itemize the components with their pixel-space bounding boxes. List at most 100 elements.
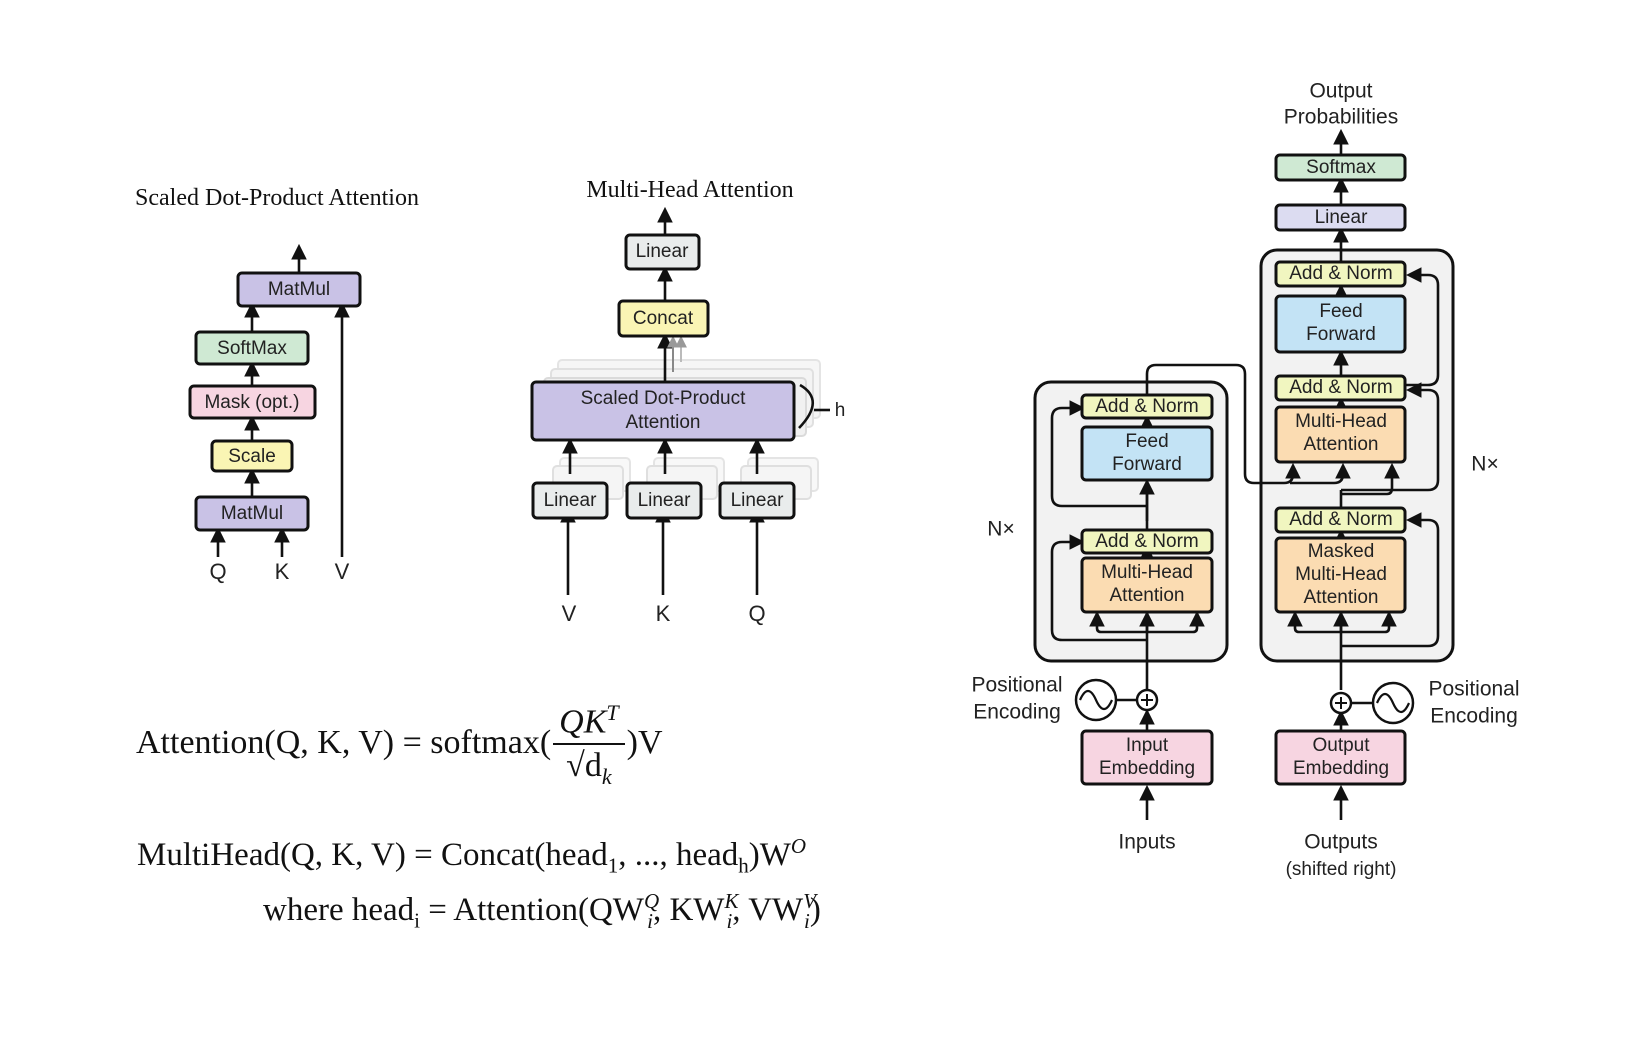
encoder-attention-line2: Attention xyxy=(1110,585,1185,606)
mha-input-q: Q xyxy=(748,601,765,626)
mha-linear-top-label: Linear xyxy=(636,241,689,262)
mha-linear-v-box xyxy=(531,481,609,520)
sdpa-input-k: K xyxy=(275,559,290,584)
decoder-add-norm-3-box xyxy=(1274,506,1407,534)
mha-sdpa-label-2: Attention xyxy=(626,412,701,433)
sdpa-mask-box xyxy=(188,384,317,420)
mha-concat-label: Concat xyxy=(633,308,694,329)
multihead-formula-mid: , ..., head xyxy=(618,837,739,873)
mha-h-bracket xyxy=(798,383,815,429)
output-probabilities-line1: Output xyxy=(1309,80,1372,103)
decoder-masked-attention-line1: Masked xyxy=(1308,541,1375,562)
multihead-formula-lhs: MultiHead(Q, K, V) = Concat(head xyxy=(137,837,608,873)
outputs-label-line2: (shifted right) xyxy=(1286,859,1397,880)
positional-encoding-right-line2: Encoding xyxy=(1430,705,1518,728)
inputs-label: Inputs xyxy=(1118,831,1175,854)
input-embedding-line1: Input xyxy=(1126,735,1169,756)
output-embedding-line1: Output xyxy=(1312,735,1370,756)
decoder-feed-forward-box xyxy=(1274,294,1407,354)
encoder-feed-forward-line2: Forward xyxy=(1112,454,1182,475)
decoder-add-norm-1-label: Add & Norm xyxy=(1289,263,1392,284)
input-embedding-line2: Embedding xyxy=(1099,758,1195,779)
final-linear-label: Linear xyxy=(1315,207,1368,228)
where-formula-close: ) xyxy=(809,892,821,928)
decoder-attention-line2: Attention xyxy=(1304,434,1379,455)
decoder-attention-line1: Multi-Head xyxy=(1295,411,1387,432)
decoder-add-norm-2-label: Add & Norm xyxy=(1289,377,1392,398)
encoder-add-norm-top-label: Add & Norm xyxy=(1095,396,1198,417)
decoder-masked-attention-line3: Attention xyxy=(1304,587,1379,608)
attention-formula-lhs: Attention(Q, K, V) = softmax( xyxy=(136,723,552,761)
positional-encoding-right-line1: Positional xyxy=(1428,678,1519,701)
multihead-formula-sup: O xyxy=(790,834,807,858)
mha-linear-k-label: Linear xyxy=(638,490,691,511)
output-embedding-box xyxy=(1274,729,1407,786)
where-formula-q-sup: Q xyxy=(643,889,660,913)
mha-input-v: V xyxy=(562,601,577,626)
encoder-attention-line1: Multi-Head xyxy=(1101,562,1193,583)
sdpa-softmax-label: SoftMax xyxy=(217,338,287,359)
where-formula-eq: = Attention(QW xyxy=(420,892,644,928)
encoder-add-norm-top-box xyxy=(1080,393,1214,420)
sdpa-input-v: V xyxy=(335,559,350,584)
sdpa-title: Scaled Dot-Product Attention xyxy=(135,185,419,211)
attention-formula-rhs: )V xyxy=(626,723,663,761)
outputs-label-line1: Outputs xyxy=(1304,831,1378,854)
sdpa-scale-label: Scale xyxy=(228,446,276,467)
sdpa-matmul-bottom-label: MatMul xyxy=(221,503,283,524)
final-linear-box xyxy=(1274,203,1407,232)
where-formula-v-sub: i xyxy=(804,908,810,933)
mha-concat-box xyxy=(617,299,710,338)
sdpa-matmul-top-box xyxy=(236,271,362,308)
sdpa-input-q: Q xyxy=(209,559,226,584)
attention-formula-denominator-sub: k xyxy=(601,764,612,790)
decoder-add-norm-3-label: Add & Norm xyxy=(1289,509,1392,530)
mha-linear-q-box xyxy=(718,481,796,520)
decoder-feed-forward-line1: Feed xyxy=(1319,301,1362,322)
where-formula-k-sup: K xyxy=(724,889,739,913)
output-probabilities-line2: Probabilities xyxy=(1284,106,1398,129)
where-formula-k-part: , KW xyxy=(652,892,725,928)
positional-encoding-left-line2: Encoding xyxy=(973,701,1061,724)
encoder-attention-box xyxy=(1080,556,1214,614)
mha-linear-k-box xyxy=(625,481,703,520)
mha-input-k: K xyxy=(656,601,671,626)
mha-linear-top-box xyxy=(624,233,701,271)
where-formula: where headi = Attention(QWQi, KWKi, VWVi… xyxy=(263,889,821,934)
where-formula-sub-i: i xyxy=(414,908,421,933)
final-softmax-box xyxy=(1274,153,1407,182)
mha-diagram: Multi-Head Attention Linear Concat xyxy=(530,177,845,626)
decoder-nx-label: N× xyxy=(1471,453,1498,476)
multihead-formula-end: )W xyxy=(748,837,791,873)
decoder-add-norm-1-box xyxy=(1274,260,1407,288)
encoder-feed-forward-line1: Feed xyxy=(1125,431,1168,452)
encoder-add-norm-bottom-label: Add & Norm xyxy=(1095,531,1198,552)
sdpa-mask-label: Mask (opt.) xyxy=(204,392,299,413)
decoder-masked-attention-box xyxy=(1274,536,1407,614)
where-formula-k-sub: i xyxy=(726,908,733,933)
output-embedding-line2: Embedding xyxy=(1293,758,1389,779)
decoder-feed-forward-line2: Forward xyxy=(1306,324,1376,345)
mha-title: Multi-Head Attention xyxy=(586,177,793,203)
input-embedding-box xyxy=(1080,729,1214,786)
decoder-masked-attention-line2: Multi-Head xyxy=(1295,564,1387,585)
attention-formula-fraction: QKT√dk xyxy=(553,700,625,790)
where-formula-v-sup: V xyxy=(803,889,817,913)
mha-sdpa-label-1: Scaled Dot-Product xyxy=(581,388,746,409)
mha-linear-v-label: Linear xyxy=(544,490,597,511)
sdpa-diagram: Scaled Dot-Product Attention MatMul Soft… xyxy=(135,185,419,584)
encoder-feed-forward-box xyxy=(1080,425,1214,482)
mha-sdpa-box xyxy=(530,380,796,442)
multihead-formula: MultiHead(Q, K, V) = Concat(head1, ..., … xyxy=(137,834,806,879)
encoder-nx-label: N× xyxy=(987,518,1014,541)
final-softmax-label: Softmax xyxy=(1306,157,1376,178)
attention-formula-denominator: √d xyxy=(566,747,602,785)
sdpa-softmax-box xyxy=(194,330,310,366)
decoder-add-norm-2-box xyxy=(1274,374,1407,402)
multihead-formula-subh: h xyxy=(738,853,749,878)
encoder-add-norm-bottom-box xyxy=(1080,528,1214,555)
mha-linear-q-label: Linear xyxy=(731,490,784,511)
sdpa-matmul-top-label: MatMul xyxy=(268,279,330,300)
multihead-formula-sub1: 1 xyxy=(607,853,619,878)
